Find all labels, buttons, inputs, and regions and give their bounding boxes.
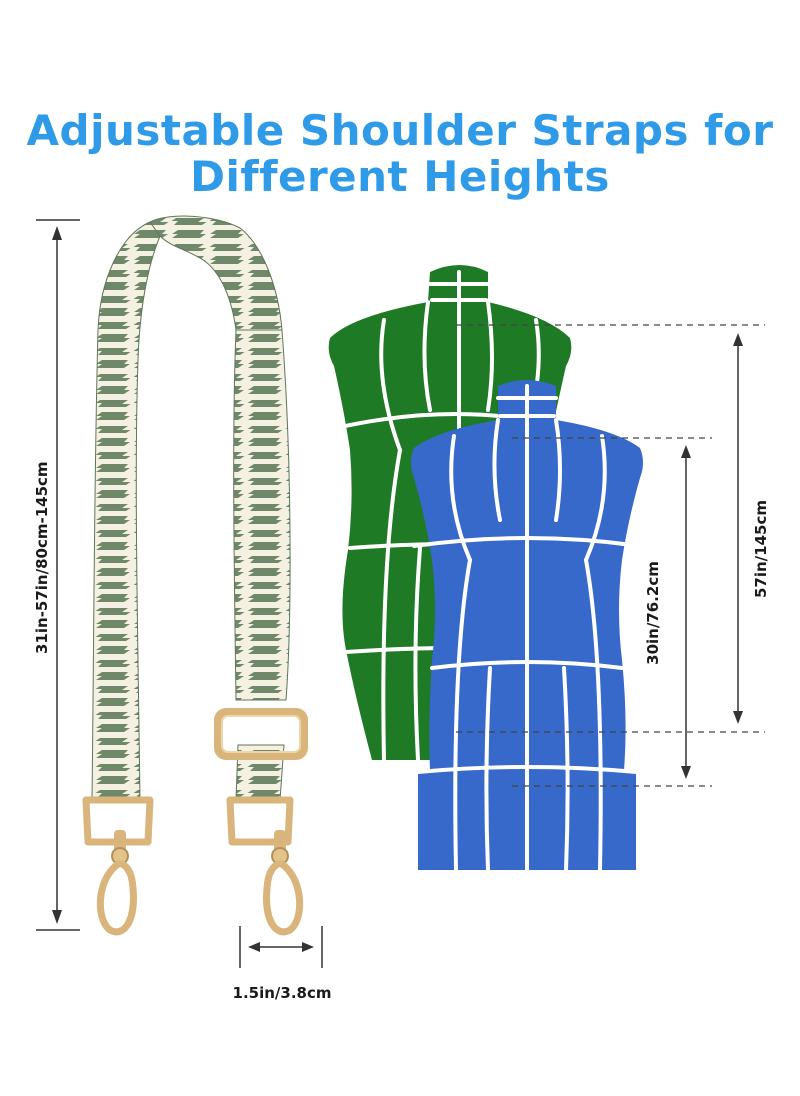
strap-width-label: 1.5in/3.8cm	[232, 984, 332, 1002]
strap-width-arrow	[239, 926, 323, 968]
height-guides	[456, 324, 765, 787]
slide-buckle	[214, 708, 308, 760]
short-mannequin	[411, 380, 643, 872]
strap-arch	[149, 215, 283, 331]
right-snap-hook	[226, 796, 304, 936]
tall-height-arrow	[733, 333, 743, 724]
short-height-label: 30in/76.2cm	[644, 561, 662, 665]
strap-length-label: 31in-57in/80cm-145cm	[33, 461, 51, 654]
left-snap-hook	[82, 796, 154, 936]
short-height-arrow	[681, 445, 691, 779]
headline-line-1: Adjustable Shoulder Straps for	[26, 106, 774, 155]
strap-right-leg	[233, 329, 291, 701]
headline-line-2: Different Heights	[190, 152, 610, 201]
tall-height-label: 57in/145cm	[752, 500, 770, 599]
strap-left-leg	[91, 221, 161, 801]
strap-length-arrow	[36, 219, 80, 931]
